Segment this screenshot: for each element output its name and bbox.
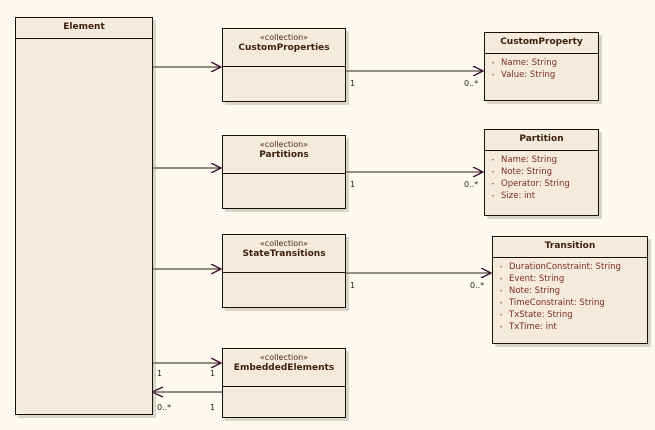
attribute-label: TxState: String xyxy=(509,310,573,320)
mult-partition-left: 0..* xyxy=(464,180,479,189)
uml-class-attributes-element xyxy=(16,39,152,414)
attribute-row[interactable]: -DurationConstraint: String xyxy=(493,261,647,273)
stereotype-label: «collection» xyxy=(259,353,309,362)
uml-class-embeddedelements[interactable]: «collection»EmbeddedElements xyxy=(222,348,346,418)
uml-class-partition[interactable]: Partition-Name: String-Note: String-Oper… xyxy=(484,129,599,216)
visibility-marker: - xyxy=(499,286,503,296)
attribute-label: TimeConstraint: String xyxy=(509,298,605,308)
edge-embeddedelements-element-arrowhead xyxy=(150,386,164,398)
mult-embedded-in-left: 1 xyxy=(210,369,216,378)
uml-class-attributes-statetransitions xyxy=(223,273,345,307)
visibility-marker: - xyxy=(491,167,495,177)
attribute-row[interactable]: -TxTime: int xyxy=(493,321,647,333)
uml-class-attributes-partitions xyxy=(223,174,345,208)
visibility-marker: - xyxy=(491,58,495,68)
visibility-marker: - xyxy=(491,191,495,201)
attribute-row[interactable]: -Size: int xyxy=(485,190,598,202)
uml-class-header-transition: Transition xyxy=(493,237,647,258)
mult-statetransitions-right: 1 xyxy=(350,281,356,290)
uml-class-header-customproperty: CustomProperty xyxy=(485,33,598,54)
mult-embedded-out-left: 1 xyxy=(210,403,216,412)
attribute-label: Note: String xyxy=(509,286,561,296)
attribute-row[interactable]: -TxState: String xyxy=(493,309,647,321)
class-name-label: Partitions xyxy=(259,150,309,160)
visibility-marker: - xyxy=(499,310,503,320)
mult-customproperties-right: 1 xyxy=(350,79,356,88)
mult-element-embedded-out: 1 xyxy=(157,369,163,378)
visibility-marker: - xyxy=(499,322,503,332)
attribute-label: DurationConstraint: String xyxy=(509,262,621,272)
visibility-marker: - xyxy=(499,262,503,272)
visibility-marker: - xyxy=(491,155,495,165)
stereotype-label: «collection» xyxy=(259,239,309,248)
uml-class-transition[interactable]: Transition-DurationConstraint: String-Ev… xyxy=(492,236,648,344)
attribute-label: TxTime: int xyxy=(509,322,557,332)
uml-class-customproperty[interactable]: CustomProperty -Name: String-Value: Strin… xyxy=(484,32,599,101)
attribute-label: Note: String xyxy=(501,167,553,177)
attribute-row[interactable]: -TimeConstraint: String xyxy=(493,297,647,309)
attribute-label: Name: String xyxy=(501,58,558,68)
visibility-marker: - xyxy=(491,179,495,189)
uml-class-attributes-customproperties xyxy=(223,67,345,101)
class-name-label: Element xyxy=(63,22,105,32)
uml-class-header-partitions: «collection»Partitions xyxy=(223,136,345,174)
visibility-marker: - xyxy=(499,274,503,284)
attribute-row[interactable]: -Note: String xyxy=(485,166,598,178)
uml-class-attributes-transition: -DurationConstraint: String-Event: Strin… xyxy=(493,258,647,343)
attribute-row[interactable]: -Name: String xyxy=(485,154,598,166)
stereotype-label: «collection» xyxy=(259,140,309,149)
uml-class-header-embeddedelements: «collection»EmbeddedElements xyxy=(223,349,345,387)
uml-class-partitions[interactable]: «collection»Partitions xyxy=(222,135,346,209)
class-name-label: Transition xyxy=(544,241,596,251)
attribute-label: Value: String xyxy=(501,70,556,80)
uml-class-customproperties[interactable]: «collection»CustomProperties xyxy=(222,28,346,102)
uml-class-statetransitions[interactable]: «collection»StateTransitions xyxy=(222,234,346,308)
uml-class-header-customproperties: «collection»CustomProperties xyxy=(223,29,345,67)
attribute-row[interactable]: -Event: String xyxy=(493,273,647,285)
attribute-label: Size: int xyxy=(501,191,536,201)
class-name-label: EmbeddedElements xyxy=(233,363,335,373)
uml-class-element[interactable]: Element xyxy=(15,17,153,415)
class-name-label: CustomProperty xyxy=(500,37,583,47)
attribute-row[interactable]: -Name: String xyxy=(485,57,598,69)
attribute-row[interactable]: -Note: String xyxy=(493,285,647,297)
attribute-row[interactable]: -Value: String xyxy=(485,69,598,81)
mult-transition-left: 0..* xyxy=(470,281,485,290)
uml-class-header-partition: Partition xyxy=(485,130,598,151)
mult-customproperty-left: 0..* xyxy=(464,79,479,88)
visibility-marker: - xyxy=(499,298,503,308)
visibility-marker: - xyxy=(491,70,495,80)
class-name-label: CustomProperties xyxy=(238,43,330,53)
stereotype-label: «collection» xyxy=(259,33,309,42)
uml-class-attributes-partition: -Name: String-Note: String-Operator: Str… xyxy=(485,151,598,215)
uml-class-attributes-customproperty: -Name: String-Value: String xyxy=(485,54,598,100)
class-name-label: Partition xyxy=(519,134,564,144)
uml-class-header-statetransitions: «collection»StateTransitions xyxy=(223,235,345,273)
class-name-label: StateTransitions xyxy=(242,249,326,259)
attribute-row[interactable]: -Operator: String xyxy=(485,178,598,190)
mult-element-embedded-in: 0..* xyxy=(157,403,172,412)
uml-class-attributes-embeddedelements xyxy=(223,387,345,417)
attribute-label: Operator: String xyxy=(501,179,570,189)
attribute-label: Event: String xyxy=(509,274,565,284)
uml-class-header-element: Element xyxy=(16,18,152,39)
attribute-label: Name: String xyxy=(501,155,558,165)
mult-partitions-right: 1 xyxy=(350,180,356,189)
